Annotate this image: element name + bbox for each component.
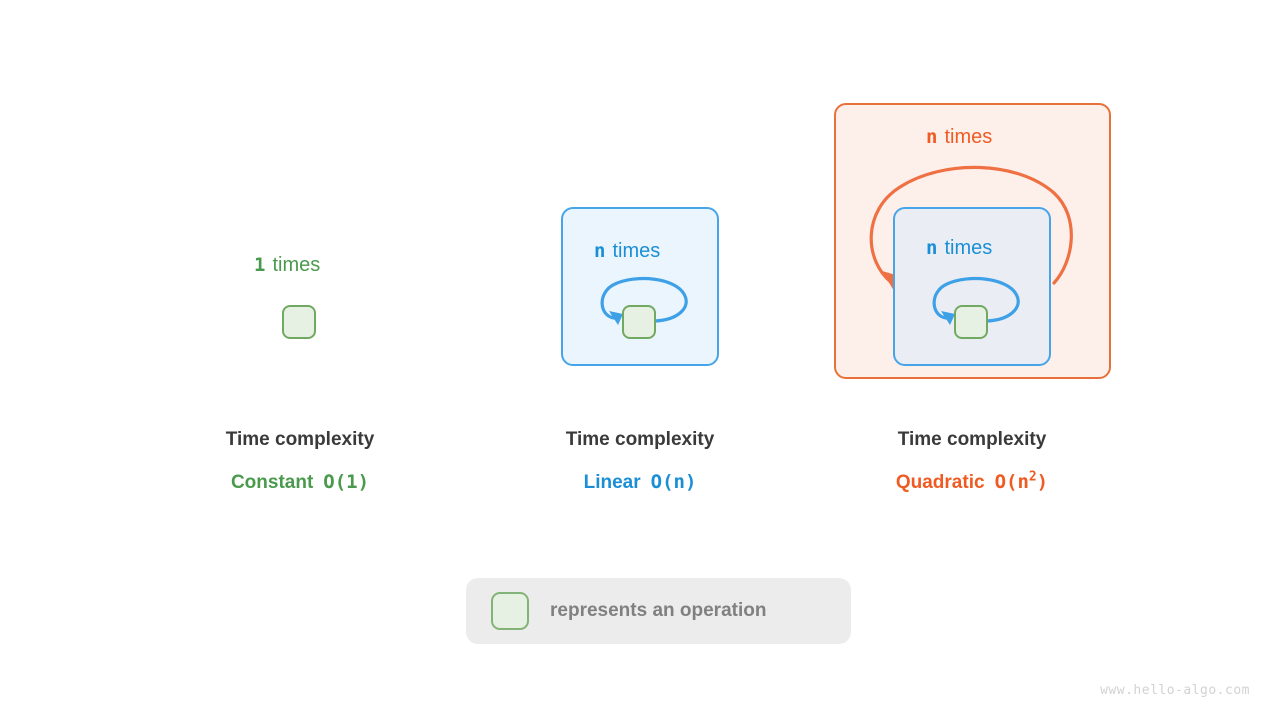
complexity-name: Quadratic (895, 472, 985, 493)
operation-box (622, 305, 656, 339)
complexity-notation: O(1) (323, 471, 370, 493)
constant-loop-word: times (272, 254, 321, 276)
loop-container-inner (893, 207, 1051, 366)
notation-tail: ) (1036, 471, 1049, 493)
caption-title: Time complexity (565, 429, 715, 450)
legend: represents an operation (466, 578, 851, 644)
quadratic-outer-loop-word: times (944, 126, 993, 148)
caption-constant: Time complexity Constant O(1) (150, 430, 450, 492)
notation-exponent: 2 (1028, 469, 1037, 485)
quadratic-inner-loop-word: times (944, 237, 993, 259)
operation-box (954, 305, 988, 339)
caption-value: Constant O(1) (150, 471, 450, 493)
legend-label: represents an operation (550, 600, 767, 621)
linear-loop-count: n (594, 240, 606, 262)
linear-loop-word: times (612, 240, 661, 262)
operation-square-icon (491, 592, 529, 630)
linear-loop-arrow-icon (600, 276, 688, 325)
quadratic-outer-loop-count: n (926, 126, 938, 148)
quadratic-inner-loop-arrow-icon (932, 276, 1020, 325)
constant-loop-label: 1 times (254, 255, 320, 275)
caption-value: Linear O(n) (490, 471, 790, 493)
caption-quadratic: Time complexity Quadratic O(n2) (822, 430, 1122, 492)
complexity-name: Constant (230, 472, 314, 493)
complexity-name: Linear (583, 472, 641, 493)
operation-box (282, 305, 316, 339)
constant-loop-count: 1 (254, 254, 266, 276)
caption-value: Quadratic O(n2) (822, 471, 1122, 493)
complexity-notation: O(n) (650, 471, 697, 493)
quadratic-inner-loop-count: n (926, 237, 938, 259)
caption-title: Time complexity (225, 429, 375, 450)
caption-title: Time complexity (897, 429, 1047, 450)
complexity-notation: O(n2) (995, 471, 1049, 493)
notation-base: O(n (994, 471, 1029, 493)
caption-linear: Time complexity Linear O(n) (490, 430, 790, 492)
loop-container-outer (561, 207, 719, 366)
watermark: www.hello-algo.com (1100, 683, 1250, 698)
